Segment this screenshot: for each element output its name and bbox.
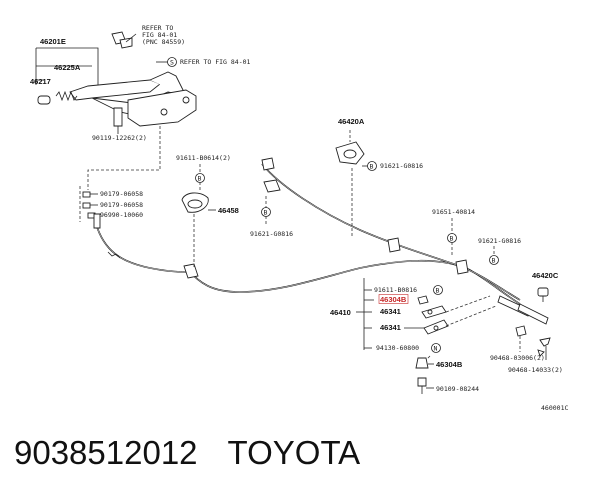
label-91611-b: 91611-B0816: [374, 286, 417, 294]
label-46341-a: 46341: [380, 307, 401, 316]
label-46341-b: 46341: [380, 323, 401, 332]
left-fasteners: [79, 186, 98, 222]
label-refer-to: REFER TO: [142, 24, 173, 32]
group-46410: B N: [356, 278, 497, 394]
label-90179-a: 90179-06058: [100, 190, 143, 198]
callout-b-mid-letter: B: [198, 175, 202, 183]
label-91651: 91651-40814: [432, 208, 475, 216]
callout-b-top: [367, 161, 377, 171]
label-46217: 46217: [30, 77, 51, 86]
label-96990: 96990-10060: [100, 211, 143, 219]
callout-b-91611-letter: B: [436, 287, 440, 295]
brand-name: TOYOTA: [227, 434, 361, 471]
label-46458: 46458: [218, 206, 239, 215]
callout-n: [431, 343, 441, 353]
callout-b-91621-right-letter: B: [492, 257, 496, 265]
label-91611-left: 91611-B0614(2): [176, 154, 231, 162]
footer-caption: 9038512012 TOYOTA: [14, 434, 390, 472]
label-90468-a: 90468-03006(2): [490, 354, 545, 362]
callout-b-top-letter: B: [370, 163, 374, 171]
label-94130: 94130-60800: [376, 344, 419, 352]
highlight-box: [378, 294, 409, 304]
lever-assembly: S: [35, 31, 197, 134]
label-91621-top: 91621-G0816: [380, 162, 423, 170]
callout-b-91621-letter: B: [264, 209, 268, 217]
label-91621-mid: 91621-G0816: [250, 230, 293, 238]
label-46420A: 46420A: [338, 117, 365, 126]
label-fig-code: 460001C: [541, 404, 568, 412]
brake-cable: [93, 157, 549, 325]
part-number: 9038512012: [14, 434, 198, 471]
callout-b-91611: [433, 285, 443, 295]
label-46304B-highlighted: 46304B: [380, 295, 407, 304]
label-fig-84-01: FIG 84-01: [142, 31, 177, 39]
label-pnc-84559: (PNC 84559): [142, 38, 185, 46]
label-46304B: 46304B: [436, 360, 463, 369]
callout-s: [167, 57, 177, 67]
label-46201E: 46201E: [40, 37, 66, 46]
callout-b-91651-letter: B: [450, 235, 454, 243]
label-90179-b: 90179-06058: [100, 201, 143, 209]
label-90109: 90109-08244: [436, 385, 479, 393]
label-91621-right: 91621-G0816: [478, 237, 521, 245]
callout-s-letter: S: [170, 59, 174, 67]
label-refer-fig-s: REFER TO FIG 84-01: [180, 58, 251, 66]
label-90468-b: 90468-14033(2): [508, 366, 563, 374]
label-46410: 46410: [330, 308, 351, 317]
callout-b-91621-right: [489, 255, 499, 265]
label-46420C: 46420C: [532, 271, 559, 280]
label-90119: 90119-12262(2): [92, 134, 147, 142]
label-46225A: 46225A: [54, 63, 81, 72]
callout-n-letter: N: [434, 345, 438, 353]
